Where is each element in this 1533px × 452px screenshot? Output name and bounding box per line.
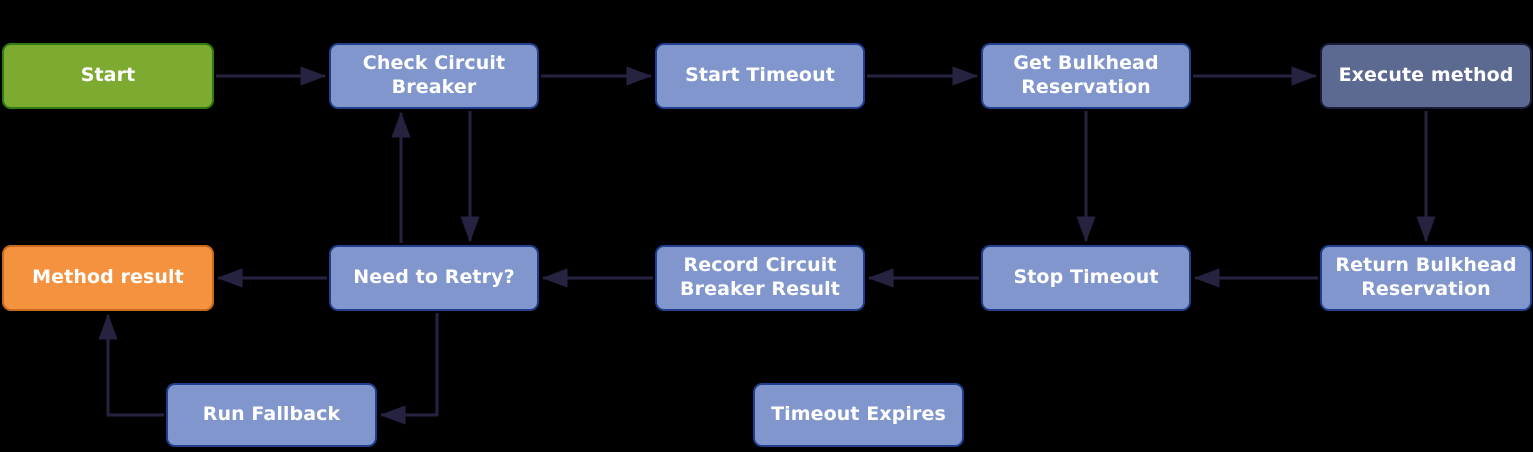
- node-label-start: Start: [80, 64, 136, 87]
- node-label-return-bulkhead-reservation: Return Bulkhead Reservation: [1335, 254, 1517, 300]
- node-label-method-result: Method result: [32, 266, 184, 289]
- node-start[interactable]: Start: [2, 43, 214, 109]
- node-label-record-circuit-breaker-result: Record Circuit Breaker Result: [680, 254, 840, 300]
- node-stop-timeout[interactable]: Stop Timeout: [981, 245, 1191, 311]
- node-label-run-fallback: Run Fallback: [202, 403, 341, 426]
- node-label-need-to-retry: Need to Retry?: [353, 266, 515, 289]
- node-execute-method[interactable]: Execute method: [1320, 43, 1532, 109]
- node-label-get-bulkhead-reservation: Get Bulkhead Reservation: [1013, 52, 1159, 98]
- edge-need-retry-to-run-fallback: [379, 313, 439, 425]
- node-run-fallback[interactable]: Run Fallback: [166, 383, 377, 447]
- node-start-timeout[interactable]: Start Timeout: [655, 43, 865, 109]
- node-label-timeout-expires: Timeout Expires: [771, 403, 946, 426]
- edge-run-fallback-to-method-result: [98, 313, 164, 417]
- node-get-bulkhead-reservation[interactable]: Get Bulkhead Reservation: [981, 43, 1191, 109]
- node-timeout-expires[interactable]: Timeout Expires: [753, 383, 964, 447]
- node-check-circuit-breaker[interactable]: Check Circuit Breaker: [329, 43, 539, 109]
- node-record-circuit-breaker-result[interactable]: Record Circuit Breaker Result: [655, 245, 865, 311]
- node-return-bulkhead-reservation[interactable]: Return Bulkhead Reservation: [1320, 245, 1532, 311]
- node-need-to-retry[interactable]: Need to Retry?: [329, 245, 539, 311]
- node-label-execute-method: Execute method: [1338, 64, 1514, 87]
- node-label-start-timeout: Start Timeout: [685, 64, 835, 87]
- node-label-check-circuit-breaker: Check Circuit Breaker: [362, 52, 506, 98]
- node-label-stop-timeout: Stop Timeout: [1013, 266, 1159, 289]
- node-method-result[interactable]: Method result: [2, 245, 214, 311]
